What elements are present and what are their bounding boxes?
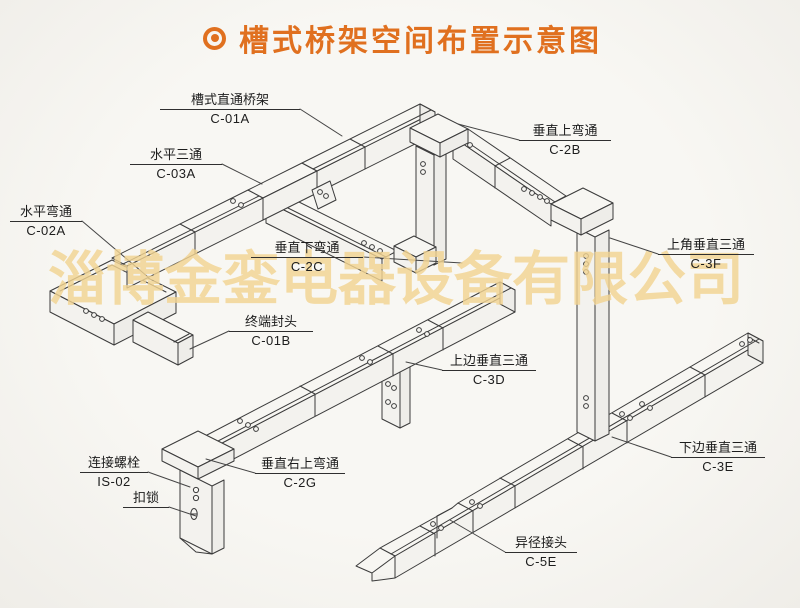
callout-name: 垂直上弯通 (519, 123, 611, 141)
callout-c3e: 下边垂直三通 C-3E (671, 440, 765, 474)
end-cap-face (177, 334, 194, 366)
callout-name: 上角垂直三通 (658, 237, 754, 255)
corner-c2b (409, 113, 469, 158)
connect-bolt-icon (192, 486, 200, 494)
callout-name: 垂直右上弯通 (255, 456, 345, 474)
page-title: 槽式桥架空间布置示意图 (203, 16, 602, 60)
leader-lines (81, 108, 672, 553)
callout-name: 上边垂直三通 (442, 353, 536, 371)
callout-name: 槽式直通桥架 (160, 92, 300, 110)
callout-name: 下边垂直三通 (671, 440, 765, 458)
callout-name: 水平三通 (130, 147, 222, 165)
callout-is02: 连接螺栓 IS-02 (80, 455, 148, 489)
callout-c02a: 水平弯通 C-02A (10, 204, 82, 238)
title-text: 槽式桥架空间布置示意图 (239, 25, 602, 58)
callout-code: C-01A (210, 111, 250, 126)
corner-c3f (550, 187, 614, 236)
tray-straight-c01a (301, 103, 436, 210)
callout-name: 连接螺栓 (80, 455, 148, 473)
callout-c01b: 终端封头 C-01B (229, 314, 313, 348)
tray-upper-left-run (111, 189, 264, 289)
tray-branch-c2c (265, 192, 398, 282)
callout-code: C-3D (472, 372, 506, 387)
callout-name: 垂直下弯通 (251, 240, 363, 258)
callout-code: C-03A (156, 166, 196, 181)
callout-code: IS-02 (97, 474, 131, 489)
callout-kousuo: 扣锁 (123, 490, 169, 508)
reducer-joint (436, 507, 453, 539)
callout-code: C-01B (251, 333, 291, 348)
callout-c5e: 异径接头 C-5E (505, 535, 577, 569)
callout-c2b: 垂直上弯通 C-2B (519, 123, 611, 157)
callout-name: 终端封头 (229, 314, 313, 332)
callout-code: C-2G (283, 475, 317, 490)
vertical-post-c3f (576, 227, 610, 442)
connect-bolt-icon (192, 494, 200, 502)
callout-name: 水平弯通 (10, 204, 82, 222)
callout-code: C-2B (549, 142, 581, 157)
corner-c2g (161, 430, 235, 480)
callout-code: C-3F (690, 256, 722, 271)
vertical-post-c2b (415, 145, 447, 266)
callout-c3d: 上边垂直三通 C-3D (442, 353, 536, 387)
reducer-joint (457, 502, 474, 534)
tray-endcap-c01b (132, 311, 194, 366)
vertical-post-c2g (179, 469, 225, 555)
title-bullet-icon (203, 26, 226, 50)
callout-name: 扣锁 (123, 490, 169, 508)
callout-code: C-02A (26, 223, 66, 238)
callout-c2c: 垂直下弯通 C-2C (251, 240, 363, 274)
callout-c01a: 槽式直通桥架 C-01A (160, 92, 300, 126)
callout-code: C-3E (702, 459, 734, 474)
callout-c3f: 上角垂直三通 C-3F (658, 237, 754, 271)
callout-c03a: 水平三通 C-03A (130, 147, 222, 181)
tray-lower-right-c3e (355, 332, 764, 582)
callout-c2g: 垂直右上弯通 C-2G (255, 456, 345, 490)
callout-name: 异径接头 (505, 535, 577, 553)
callout-code: C-2C (290, 259, 324, 274)
tee-c03a (247, 162, 318, 221)
callout-code: C-5E (525, 554, 557, 569)
